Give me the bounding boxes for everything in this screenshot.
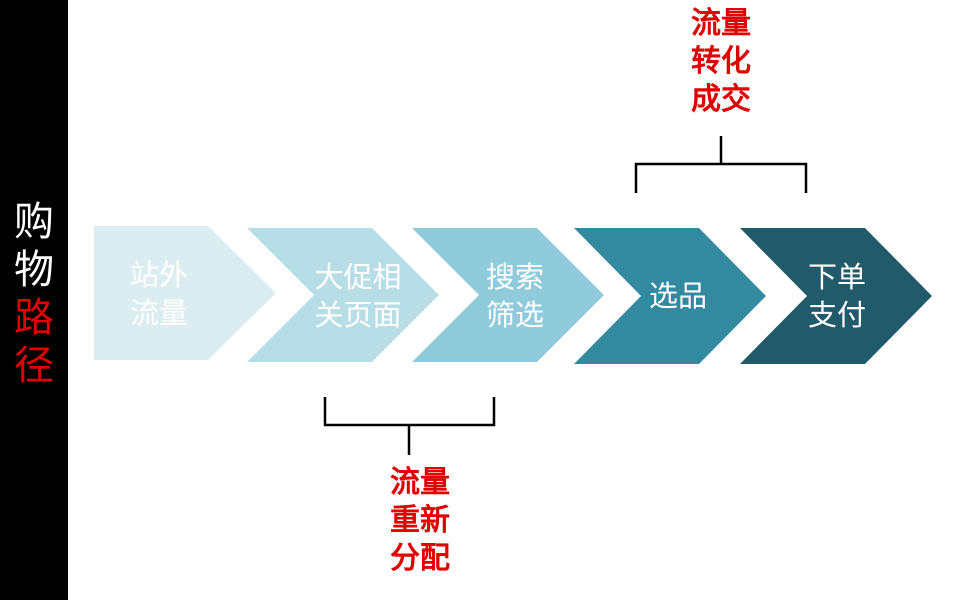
step-1-label-line-1: 站外 [129,258,188,292]
step-2-label-line-1: 大促相 [314,260,402,294]
step-5-label-line-2: 支付 [807,298,866,332]
bottom-note-line-3: 分配 [390,541,450,576]
step-1-label-line-2: 流量 [129,296,188,330]
step-3-label-line-2: 筛选 [485,298,544,332]
side-title-char-4: 径 [14,343,54,389]
step-2-label: 大促相 关页面 [303,258,413,334]
step-3-chevron [412,228,604,362]
bottom-note-line-2: 重新 [390,503,450,538]
step-1-chevron [94,226,276,360]
bottom-note-line-1: 流量 [390,465,450,500]
step-3-label-line-1: 搜索 [485,260,544,294]
step-2-chevron [247,228,439,362]
side-bar [0,0,68,600]
step-5-label: 下单 支付 [782,258,892,334]
top-note-line-3: 成交 [691,82,751,117]
side-title-char-3: 路 [14,295,54,341]
top-note: 流量 转化 成交 [681,5,761,119]
step-1-label: 站外 流量 [104,256,214,332]
side-title-char-2: 物 [14,247,54,293]
step-4-label: 选品 [623,277,733,315]
step-3-label: 搜索 筛选 [460,258,570,334]
step-2-label-line-2: 关页面 [314,298,402,332]
top-note-line-2: 转化 [691,44,751,79]
bottom-note: 流量 重新 分配 [380,464,460,578]
step-4-chevron [574,228,766,364]
side-title-char-1: 购 [14,199,54,245]
bottom-bracket [323,397,496,455]
step-5-chevron [740,228,932,364]
side-title: 购 物 路 径 [0,198,68,390]
step-4-label-line-1: 选品 [648,279,707,313]
step-5-label-line-1: 下单 [807,260,866,294]
top-note-line-1: 流量 [691,6,751,41]
top-bracket [634,136,808,193]
